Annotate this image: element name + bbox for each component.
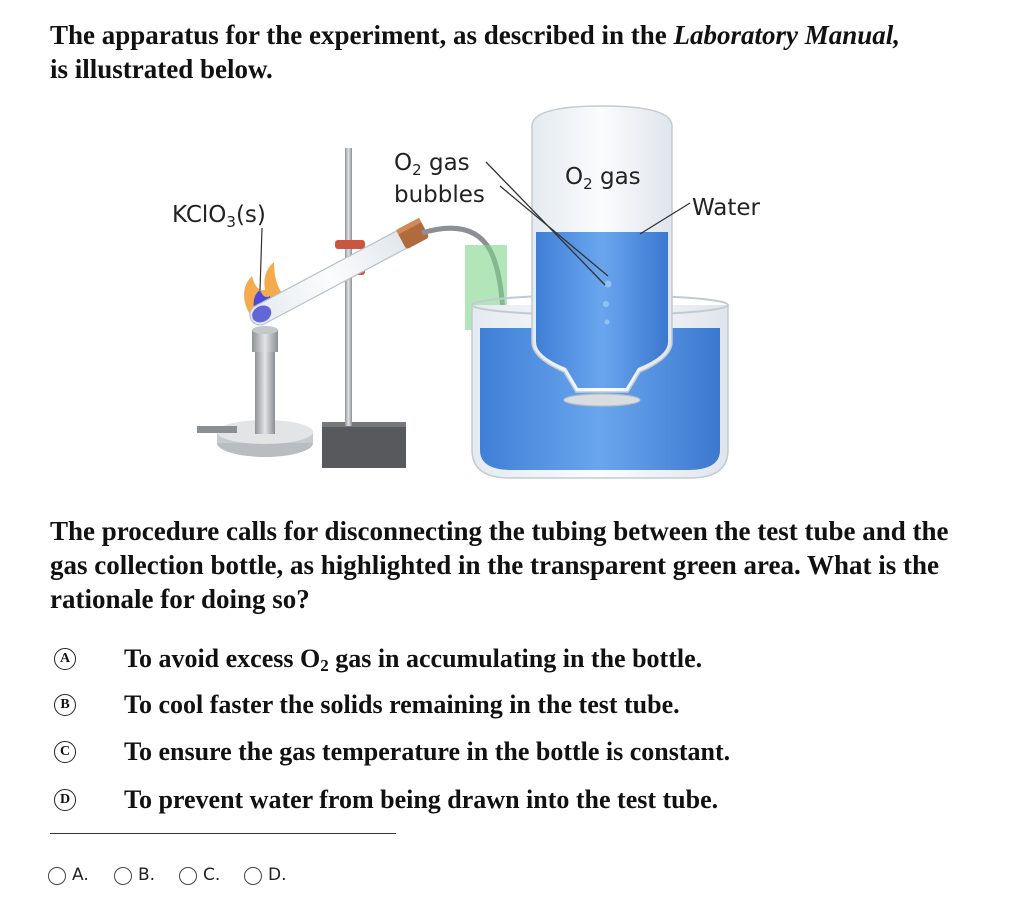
label-kclo3: KClO3(s) — [172, 202, 266, 231]
choice-letter-d: D — [54, 789, 76, 811]
choice-letter-b: B — [54, 694, 76, 716]
leader-line-kclo3 — [259, 227, 263, 291]
choice-letter-a: A — [54, 648, 76, 670]
choice-b-text: To cool faster the solids remaining in t… — [124, 690, 680, 719]
radio-icon[interactable] — [114, 867, 132, 885]
choice-d: D To prevent water from being drawn into… — [48, 783, 808, 817]
label-bubbles: bubbles — [394, 182, 485, 208]
question-text: The procedure calls for disconnecting th… — [50, 516, 949, 614]
answer-option-label: A. — [72, 865, 89, 885]
label-o2-gas-bubbles: O2 gas — [394, 150, 470, 179]
answer-option-label: B. — [138, 865, 156, 885]
radio-icon[interactable] — [244, 867, 262, 885]
test-tube — [249, 217, 429, 326]
label-o2-gas: O2 gas — [565, 164, 641, 193]
radio-icon[interactable] — [179, 867, 197, 885]
answer-option-label: C. — [203, 865, 221, 885]
gas-bottle — [531, 105, 673, 407]
answer-options: A. B. C. D. — [48, 860, 368, 890]
choice-a-text: To avoid excess O2 gas in accumulating i… — [124, 644, 703, 675]
leader-line-water — [639, 202, 691, 235]
apparatus-figure: KClO3(s) O2 gas bubbles O2 gas Water — [172, 105, 761, 479]
label-water: Water — [692, 195, 761, 221]
intro-text: The apparatus for the experiment, as des… — [50, 18, 950, 86]
intro-manual-title: Laboratory Manual, — [673, 20, 901, 50]
answer-option-label: D. — [268, 865, 287, 885]
choice-c: C To ensure the gas temperature in the b… — [48, 735, 808, 769]
divider — [50, 833, 396, 834]
choice-letter-c: C — [54, 741, 76, 763]
choice-b: B To cool faster the solids remaining in… — [48, 688, 808, 722]
intro-text-part2: is illustrated below. — [50, 54, 273, 84]
choice-c-text: To ensure the gas temperature in the bot… — [124, 737, 731, 766]
intro-text-part1: The apparatus for the experiment, as des… — [50, 20, 674, 50]
bunsen-burner — [197, 326, 313, 457]
radio-icon[interactable] — [48, 867, 66, 885]
leader-line-gas — [499, 185, 609, 277]
choice-a: A To avoid excess O2 gas in accumulating… — [48, 642, 808, 676]
choice-d-text: To prevent water from being drawn into t… — [124, 785, 719, 814]
